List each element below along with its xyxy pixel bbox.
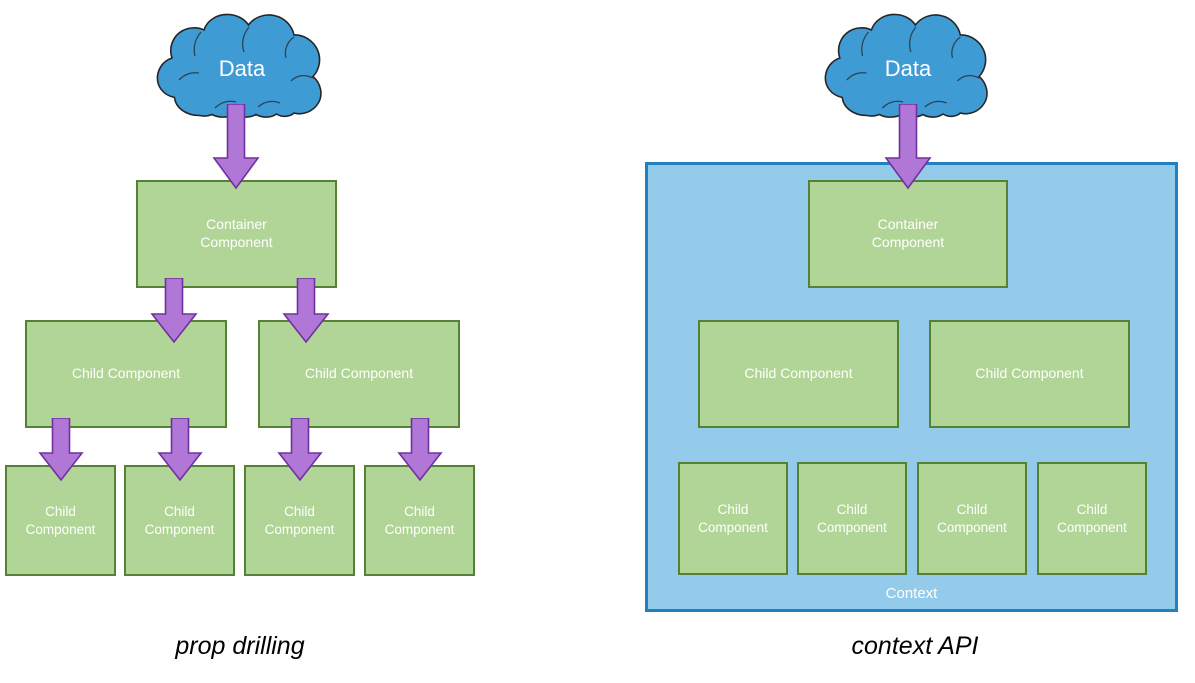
child-line-2: Component — [1057, 519, 1127, 535]
child-component-right-bottom-2[interactable]: Child Component — [797, 462, 907, 575]
child-component-right-bottom-1-text: Child Component — [698, 501, 768, 536]
child-component-right-bottom-2-text: Child Component — [817, 501, 887, 536]
child-line-1: Child — [836, 502, 868, 518]
child-component-right-mid-2[interactable]: Child Component — [929, 320, 1130, 428]
container-component-right[interactable]: Container Component — [808, 180, 1008, 288]
child-component-right-bottom-1[interactable]: Child Component — [678, 462, 788, 575]
child-line-2: Component — [817, 519, 887, 535]
child-line-2: Component — [937, 519, 1007, 535]
child-component-left-bottom-4-text: Child Component — [385, 503, 455, 538]
arrow-cloud-to-container-right — [884, 103, 932, 190]
child-component-left-mid-1[interactable]: Child Component — [25, 320, 227, 428]
child-component-right-mid-1[interactable]: Child Component — [698, 320, 899, 428]
arrow-child1-to-grandchild-2-left — [157, 417, 203, 482]
child-line-1: Child — [717, 502, 749, 518]
child-line-1: Child — [404, 504, 435, 520]
child-line-1: Child — [164, 504, 195, 520]
container-line-1: Container — [206, 216, 267, 233]
arrow-child1-to-grandchild-1-left — [38, 417, 84, 482]
child-line-2: Component — [384, 521, 455, 537]
child-component-right-bottom-4[interactable]: Child Component — [1037, 462, 1147, 575]
child-component-right-mid-1-label: Child Component — [744, 365, 853, 382]
container-component-left-text: Container Component — [200, 216, 272, 252]
context-label: Context — [885, 585, 938, 602]
child-line-1: Child — [1076, 502, 1108, 518]
child-component-left-bottom-3-text: Child Component — [265, 503, 335, 538]
container-component-left[interactable]: Container Component — [136, 180, 337, 288]
child-line-1: Child — [956, 502, 988, 518]
child-component-right-bottom-4-text: Child Component — [1057, 501, 1127, 536]
cloud-icon-right — [823, 12, 991, 118]
child-line-2: Component — [264, 521, 335, 537]
child-line-1: Child — [284, 504, 315, 520]
arrow-child2-to-grandchild-3-left — [277, 417, 323, 482]
child-component-left-bottom-3[interactable]: Child Component — [244, 465, 355, 576]
container-component-right-text: Container Component — [872, 216, 944, 252]
caption-context-api: context API — [851, 632, 979, 660]
arrow-child2-to-grandchild-4-left — [397, 417, 443, 482]
child-component-right-bottom-3[interactable]: Child Component — [917, 462, 1027, 575]
child-component-right-mid-2-label: Child Component — [975, 365, 1084, 382]
child-line-2: Component — [144, 521, 215, 537]
container-line-2: Component — [871, 234, 945, 250]
arrow-container-to-child-2-left — [282, 277, 330, 344]
child-component-left-bottom-2[interactable]: Child Component — [124, 465, 235, 576]
child-component-left-mid-2-label: Child Component — [304, 365, 414, 382]
arrow-container-to-child-1-left — [150, 277, 198, 344]
child-component-left-bottom-2-text: Child Component — [145, 503, 215, 538]
child-line-2: Component — [25, 521, 96, 537]
container-line-2: Component — [200, 234, 273, 250]
container-line-1: Container — [877, 216, 939, 233]
caption-prop-drilling: prop drilling — [175, 632, 305, 660]
child-component-left-bottom-1-text: Child Component — [26, 503, 96, 538]
child-component-left-mid-1-label: Child Component — [71, 365, 181, 382]
child-line-1: Child — [45, 504, 76, 520]
child-line-2: Component — [698, 519, 768, 535]
cloud-icon-left — [155, 12, 325, 118]
child-component-right-bottom-3-text: Child Component — [937, 501, 1007, 536]
arrow-cloud-to-container-left — [212, 103, 260, 190]
child-component-left-mid-2[interactable]: Child Component — [258, 320, 460, 428]
